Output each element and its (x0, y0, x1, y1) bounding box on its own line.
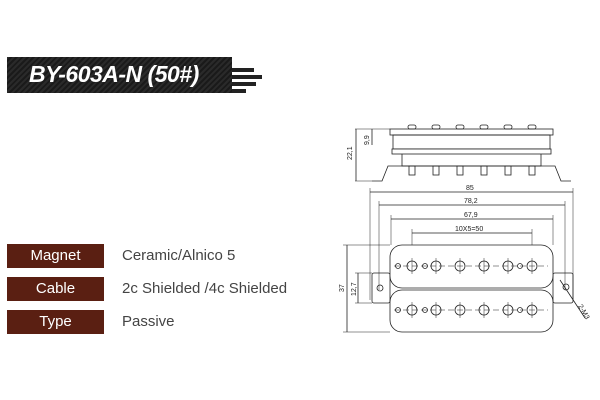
title-banner: BY-603A-N (50#) (7, 57, 232, 93)
pole-top (503, 124, 513, 130)
banner-stripe (232, 82, 256, 86)
spec-value-cable: 2c Shielded /4c Shielded (122, 280, 288, 297)
pole-top (455, 124, 465, 130)
screw-hole (517, 263, 523, 269)
pole-foot (528, 165, 536, 176)
spec-label-type: Type (7, 310, 104, 334)
pole-foot (432, 165, 440, 176)
spec-value-magnet: Ceramic/Alnico 5 (122, 247, 236, 264)
dim-85: 85 (466, 185, 474, 192)
screw-hole (422, 307, 428, 313)
dim-12-7: 12,7 (351, 282, 358, 296)
banner-stripe (232, 75, 262, 79)
spec-value-type: Passive (122, 313, 175, 330)
pole-top (527, 124, 537, 130)
screw-hole (422, 263, 428, 269)
dim-screw: 2-M3 (576, 304, 590, 321)
dim-67-9: 67,9 (464, 212, 478, 219)
dim-37: 37 (339, 284, 346, 292)
screw-hole (395, 307, 401, 313)
dim-78-2: 78,2 (464, 198, 478, 205)
banner-stripe (232, 68, 254, 72)
pole-top (431, 124, 441, 130)
pole-top (407, 124, 417, 130)
top-view (371, 244, 574, 333)
screw-hole (395, 263, 401, 269)
spec-label-cable: Cable (7, 277, 104, 301)
spec-label-magnet: Magnet (7, 244, 104, 268)
pole-foot (504, 165, 512, 176)
pole-top (479, 124, 489, 130)
dim-9-9: 9,9 (364, 135, 371, 145)
dim-22-1: 22,1 (347, 146, 354, 160)
pole-foot (408, 165, 416, 176)
screw-hole (517, 307, 523, 313)
banner-stripe (232, 89, 246, 93)
side-view (355, 124, 571, 182)
pole-foot (456, 165, 464, 176)
model-title: BY-603A-N (50#) (29, 61, 199, 87)
dim-pole-spacing: 10X5=50 (455, 226, 483, 233)
pole-foot (480, 165, 488, 176)
